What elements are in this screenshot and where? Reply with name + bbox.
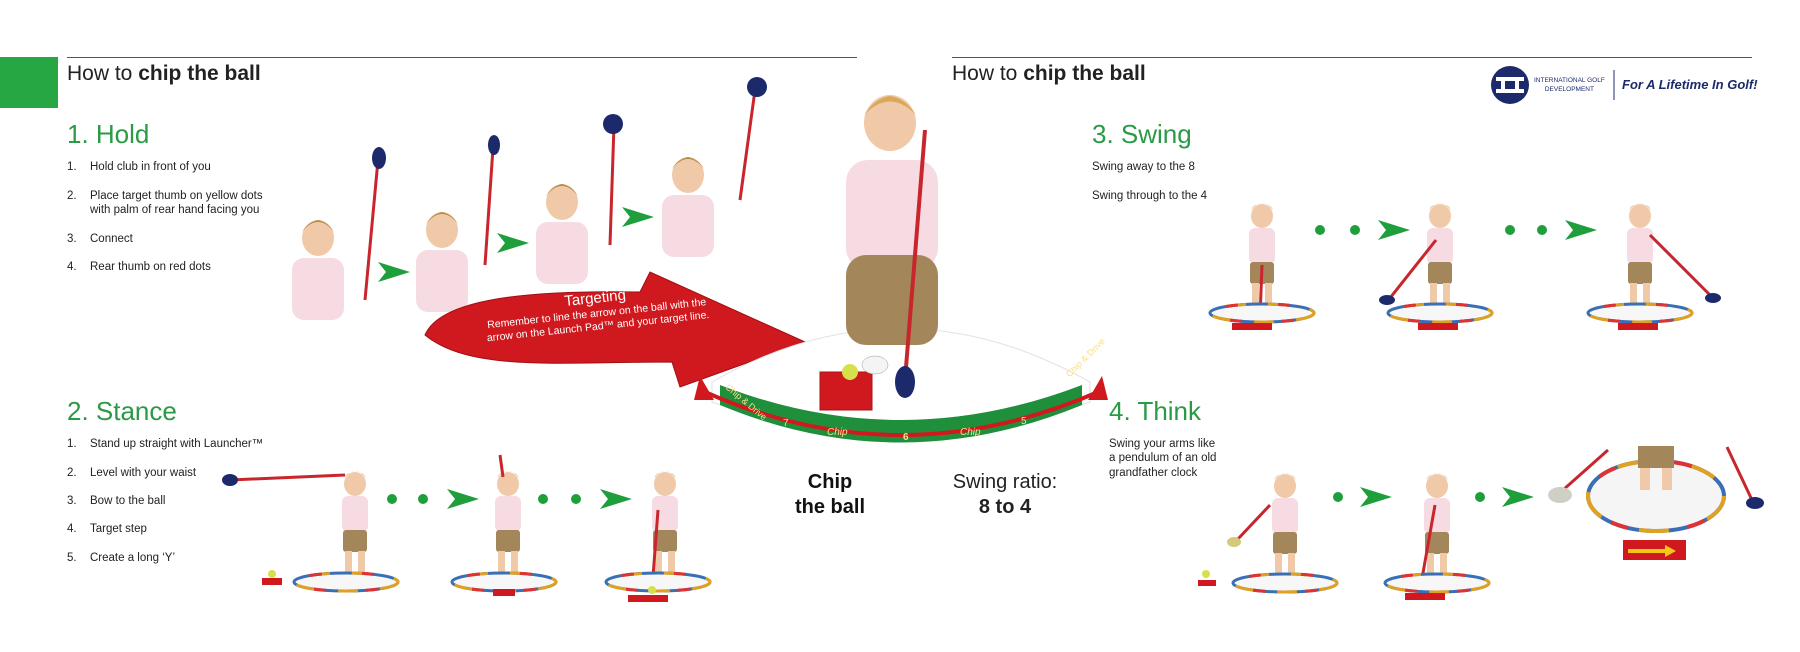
swing-arrow-1 <box>1378 220 1410 240</box>
swing-photo-2 <box>1379 202 1494 330</box>
stance-title: 2. Stance <box>67 396 177 426</box>
igd-logo: INTERNATIONAL GOLF DEVELOPMENT For A Lif… <box>1490 64 1760 106</box>
swing-line-2: Swing through to the 4 <box>1092 190 1208 202</box>
think-dot-1 <box>1333 492 1343 502</box>
think-arrow-1 <box>1360 487 1392 507</box>
corner-accent-block <box>0 57 58 108</box>
left-header-rule <box>67 57 857 58</box>
stance-photo-2 <box>450 454 558 596</box>
stance-dot-2 <box>418 494 428 504</box>
mat-number-6: 6 <box>903 432 909 443</box>
right-page-header: How to chip the ball <box>952 62 1146 85</box>
targeting-arrow <box>424 271 807 388</box>
swing-dot-3 <box>1505 225 1515 235</box>
swing-arrow-2 <box>1565 220 1597 240</box>
mat-chip-right: Chip <box>960 427 981 438</box>
stance-arrow-1 <box>447 489 479 509</box>
hold-photo-3 <box>536 114 623 284</box>
swing-photo-3 <box>1586 202 1721 330</box>
stance-dot-4 <box>571 494 581 504</box>
swing-ratio: Swing ratio: 8 to 4 <box>952 471 1058 518</box>
hold-arrow-2 <box>497 233 529 253</box>
igd-emblem-icon <box>1491 66 1615 104</box>
hold-photo-1 <box>292 147 386 320</box>
think-line-1: Swing your arms like <box>1109 438 1216 450</box>
hold-arrow-3 <box>622 207 654 227</box>
stance-arrow-2 <box>600 489 632 509</box>
stance-dot-3 <box>538 494 548 504</box>
left-page-header: How to chip the ball <box>67 62 261 85</box>
swing-line-1: Swing away to the 8 <box>1092 161 1195 173</box>
swing-dot-4 <box>1537 225 1547 235</box>
stance-photo-1 <box>222 470 400 593</box>
mat-chip-left: Chip <box>827 427 848 438</box>
center-kid-photo <box>846 95 938 398</box>
hold-title: 1. Hold <box>67 119 150 149</box>
hold-photo-4 <box>662 77 767 257</box>
mat-number-7: 7 <box>783 418 789 429</box>
stance-photo-3 <box>604 470 712 602</box>
think-dot-2 <box>1475 492 1485 502</box>
swing-title: 3. Swing <box>1092 119 1192 149</box>
right-header-rule <box>952 57 1752 58</box>
swing-dot-1 <box>1315 225 1325 235</box>
hold-photo-2 <box>416 135 500 312</box>
think-mat-photo <box>1548 446 1764 560</box>
stance-dot-1 <box>387 494 397 504</box>
mat-number-5: 5 <box>1021 416 1027 427</box>
think-line-3: grandfather clock <box>1109 467 1198 479</box>
think-title: 4. Think <box>1109 396 1202 426</box>
think-arrow-2 <box>1502 487 1534 507</box>
swing-dot-2 <box>1350 225 1360 235</box>
logo-tagline: For A Lifetime In Golf! <box>1622 77 1758 92</box>
think-line-2: a pendulum of an old <box>1109 452 1217 464</box>
swing-photo-1 <box>1208 202 1316 330</box>
think-photo-1 <box>1198 472 1339 594</box>
logo-org-name: INTERNATIONAL GOLF DEVELOPMENT <box>1534 77 1605 93</box>
think-photo-2 <box>1383 472 1491 600</box>
hold-arrow-1 <box>378 262 410 282</box>
chip-the-ball-label: Chip the ball <box>794 471 865 518</box>
